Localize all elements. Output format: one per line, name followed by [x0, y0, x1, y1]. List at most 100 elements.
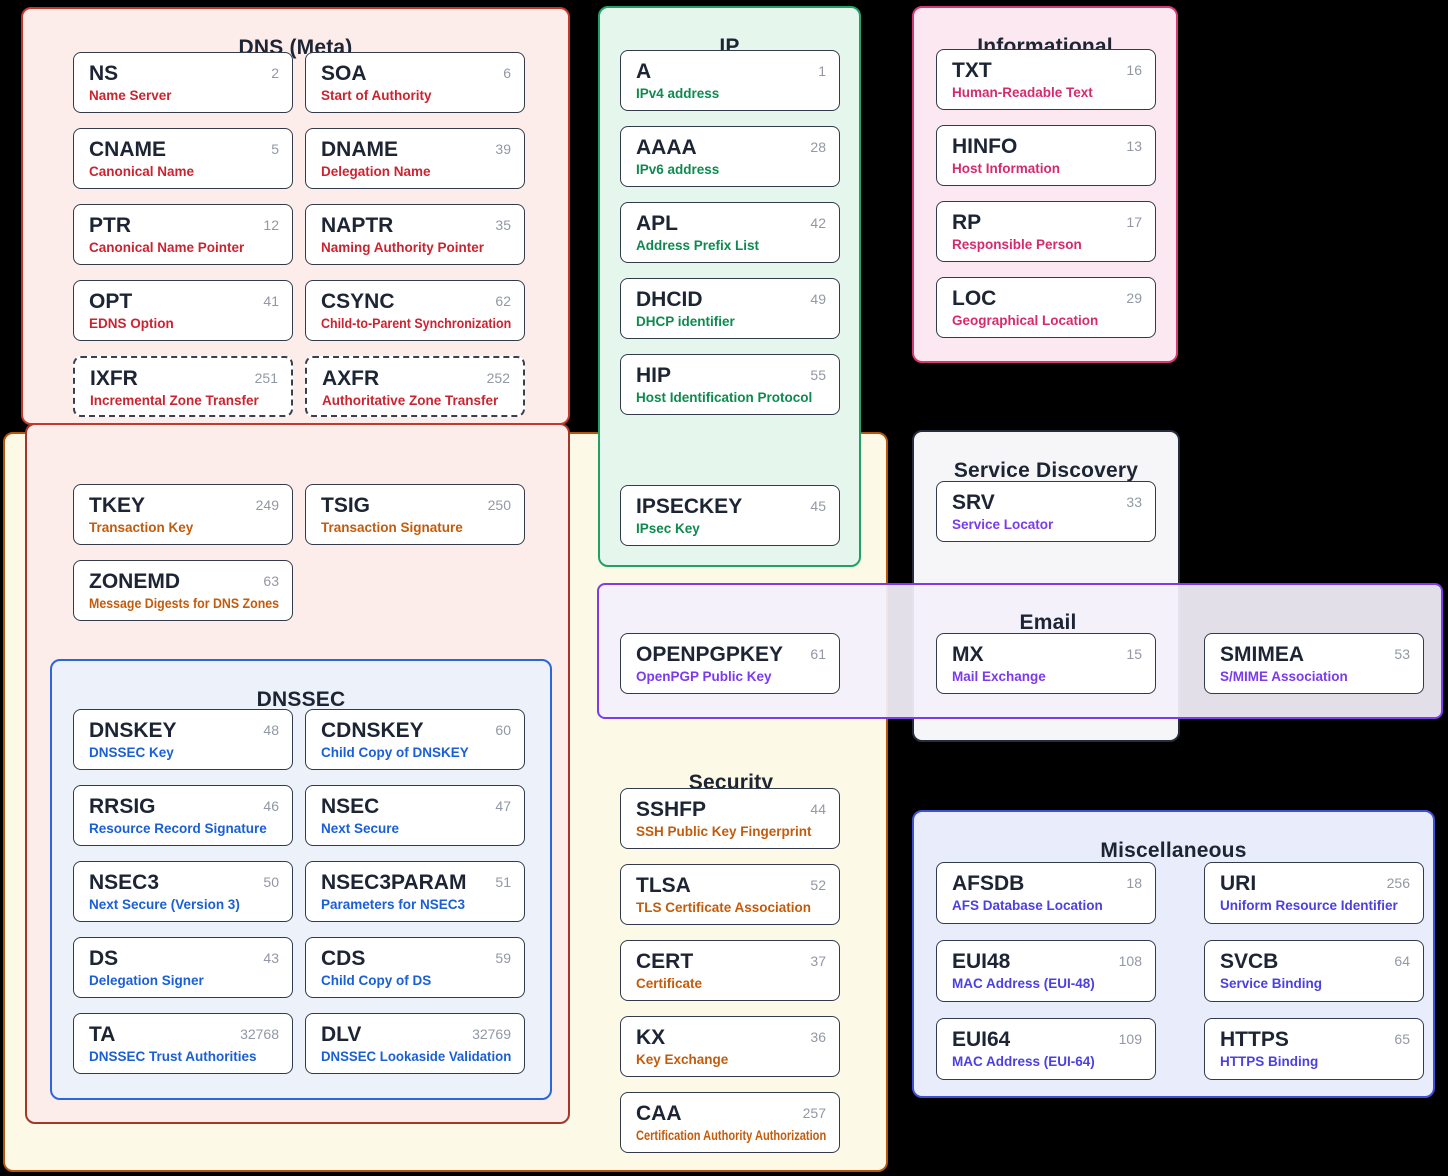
- record-card[interactable]: IXFR 251 Incremental Zone Transfer: [73, 356, 293, 417]
- record-description: Delegation Name: [321, 164, 431, 179]
- record-card[interactable]: SRV 33 Service Locator: [936, 481, 1156, 542]
- record-card[interactable]: DNAME 39 Delegation Name: [305, 128, 525, 189]
- record-card-header: URI 256: [1220, 872, 1410, 895]
- record-card[interactable]: CNAME 5 Canonical Name: [73, 128, 293, 189]
- record-card[interactable]: CAA 257 Certification Authority Authoriz…: [620, 1092, 840, 1153]
- record-code: 49: [810, 291, 826, 307]
- record-card-header: IXFR 251: [90, 367, 278, 390]
- record-description: Authoritative Zone Transfer: [322, 393, 499, 408]
- record-card[interactable]: SVCB 64 Service Binding: [1204, 940, 1424, 1002]
- record-card[interactable]: NAPTR 35 Naming Authority Pointer: [305, 204, 525, 265]
- record-card[interactable]: SOA 6 Start of Authority: [305, 52, 525, 113]
- record-type: DNAME: [321, 138, 398, 161]
- record-card[interactable]: CSYNC 62 Child-to-Parent Synchronization: [305, 280, 525, 341]
- record-type: MX: [952, 643, 984, 666]
- record-card-header: AFSDB 18: [952, 872, 1142, 895]
- record-code: 60: [495, 722, 511, 738]
- record-card-header: LOC 29: [952, 287, 1142, 310]
- record-card-header: CDNSKEY 60: [321, 719, 511, 742]
- record-card[interactable]: TLSA 52 TLS Certificate Association: [620, 864, 840, 925]
- record-card[interactable]: KX 36 Key Exchange: [620, 1016, 840, 1077]
- record-card[interactable]: HTTPS 65 HTTPS Binding: [1204, 1018, 1424, 1080]
- record-card[interactable]: OPENPGPKEY 61 OpenPGP Public Key: [620, 633, 840, 694]
- record-type: A: [636, 60, 652, 83]
- record-card[interactable]: HINFO 13 Host Information: [936, 125, 1156, 186]
- record-card[interactable]: TA 32768 DNSSEC Trust Authorities: [73, 1013, 293, 1074]
- record-card[interactable]: CDS 59 Child Copy of DS: [305, 937, 525, 998]
- record-card[interactable]: PTR 12 Canonical Name Pointer: [73, 204, 293, 265]
- record-code: 48: [263, 722, 279, 738]
- record-card[interactable]: MX 15 Mail Exchange: [936, 633, 1156, 694]
- record-description: Naming Authority Pointer: [321, 240, 485, 255]
- record-card[interactable]: LOC 29 Geographical Location: [936, 277, 1156, 338]
- record-card[interactable]: A 1 IPv4 address: [620, 50, 840, 111]
- record-card[interactable]: APL 42 Address Prefix List: [620, 202, 840, 263]
- record-code: 32769: [472, 1026, 511, 1042]
- record-card[interactable]: CERT 37 Certificate: [620, 940, 840, 1001]
- record-card[interactable]: AXFR 252 Authoritative Zone Transfer: [305, 356, 525, 417]
- record-card-header: AXFR 252: [322, 367, 510, 390]
- record-card[interactable]: OPT 41 EDNS Option: [73, 280, 293, 341]
- record-card[interactable]: TSIG 250 Transaction Signature: [305, 484, 525, 545]
- record-type: EUI48: [952, 950, 1011, 973]
- group-meta-security-overlap: TKEY 249 Transaction Key TSIG 250 Transa…: [25, 423, 570, 1124]
- record-type: APL: [636, 212, 678, 235]
- record-type: TLSA: [636, 874, 691, 897]
- record-code: 32768: [240, 1026, 279, 1042]
- record-card[interactable]: SSHFP 44 SSH Public Key Fingerprint: [620, 788, 840, 849]
- record-card-header: ZONEMD 63: [89, 570, 279, 593]
- record-code: 251: [254, 370, 278, 386]
- record-card-header: MX 15: [952, 643, 1142, 666]
- record-type: DNSKEY: [89, 719, 177, 742]
- record-code: 257: [802, 1105, 826, 1121]
- record-card[interactable]: AFSDB 18 AFS Database Location: [936, 862, 1156, 924]
- record-type: HINFO: [952, 135, 1018, 158]
- record-type: CDS: [321, 947, 366, 970]
- record-card[interactable]: TKEY 249 Transaction Key: [73, 484, 293, 545]
- record-card[interactable]: NS 2 Name Server: [73, 52, 293, 113]
- record-code: 55: [810, 367, 826, 383]
- record-code: 16: [1126, 62, 1142, 78]
- record-card[interactable]: IPSECKEY 45 IPsec Key: [620, 485, 840, 546]
- record-card[interactable]: NSEC3PARAM 51 Parameters for NSEC3: [305, 861, 525, 922]
- record-type: RP: [952, 211, 982, 234]
- record-card[interactable]: HIP 55 Host Identification Protocol: [620, 354, 840, 415]
- record-card[interactable]: CDNSKEY 60 Child Copy of DNSKEY: [305, 709, 525, 770]
- record-type: CERT: [636, 950, 694, 973]
- record-code: 53: [1394, 646, 1410, 662]
- record-code: 43: [263, 950, 279, 966]
- record-card[interactable]: TXT 16 Human-Readable Text: [936, 49, 1156, 110]
- record-card[interactable]: URI 256 Uniform Resource Identifier: [1204, 862, 1424, 924]
- record-card[interactable]: AAAA 28 IPv6 address: [620, 126, 840, 187]
- record-code: 52: [810, 877, 826, 893]
- record-code: 5: [271, 141, 279, 157]
- record-card[interactable]: NSEC3 50 Next Secure (Version 3): [73, 861, 293, 922]
- record-description: IPsec Key: [636, 521, 700, 536]
- record-card-header: NSEC 47: [321, 795, 511, 818]
- record-type: SRV: [952, 491, 995, 514]
- record-type: SOA: [321, 62, 367, 85]
- record-card[interactable]: EUI48 108 MAC Address (EUI-48): [936, 940, 1156, 1002]
- record-card-header: PTR 12: [89, 214, 279, 237]
- record-card-header: NS 2: [89, 62, 279, 85]
- ip-cards: A 1 IPv4 address AAAA 28 IPv6 address: [620, 50, 840, 546]
- record-card[interactable]: RP 17 Responsible Person: [936, 201, 1156, 262]
- record-card[interactable]: DNSKEY 48 DNSSEC Key: [73, 709, 293, 770]
- record-description: Address Prefix List: [636, 238, 760, 253]
- record-code: 65: [1394, 1031, 1410, 1047]
- record-card[interactable]: ZONEMD 63 Message Digests for DNS Zones: [73, 560, 293, 621]
- record-card[interactable]: EUI64 109 MAC Address (EUI-64): [936, 1018, 1156, 1080]
- record-card[interactable]: NSEC 47 Next Secure: [305, 785, 525, 846]
- record-description: Host Identification Protocol: [636, 390, 813, 405]
- record-card[interactable]: SMIMEA 53 S/MIME Association: [1204, 633, 1424, 694]
- record-card[interactable]: DHCID 49 DHCP identifier: [620, 278, 840, 339]
- record-code: 62: [495, 293, 511, 309]
- group-email: Email OPENPGPKEY 61 OpenPGP Public Key M…: [597, 583, 1443, 719]
- record-code: 29: [1126, 290, 1142, 306]
- record-type: OPT: [89, 290, 133, 313]
- record-code: 39: [495, 141, 511, 157]
- record-card[interactable]: DLV 32769 DNSSEC Lookaside Validation: [305, 1013, 525, 1074]
- record-card[interactable]: DS 43 Delegation Signer: [73, 937, 293, 998]
- record-card[interactable]: RRSIG 46 Resource Record Signature: [73, 785, 293, 846]
- record-type: RRSIG: [89, 795, 156, 818]
